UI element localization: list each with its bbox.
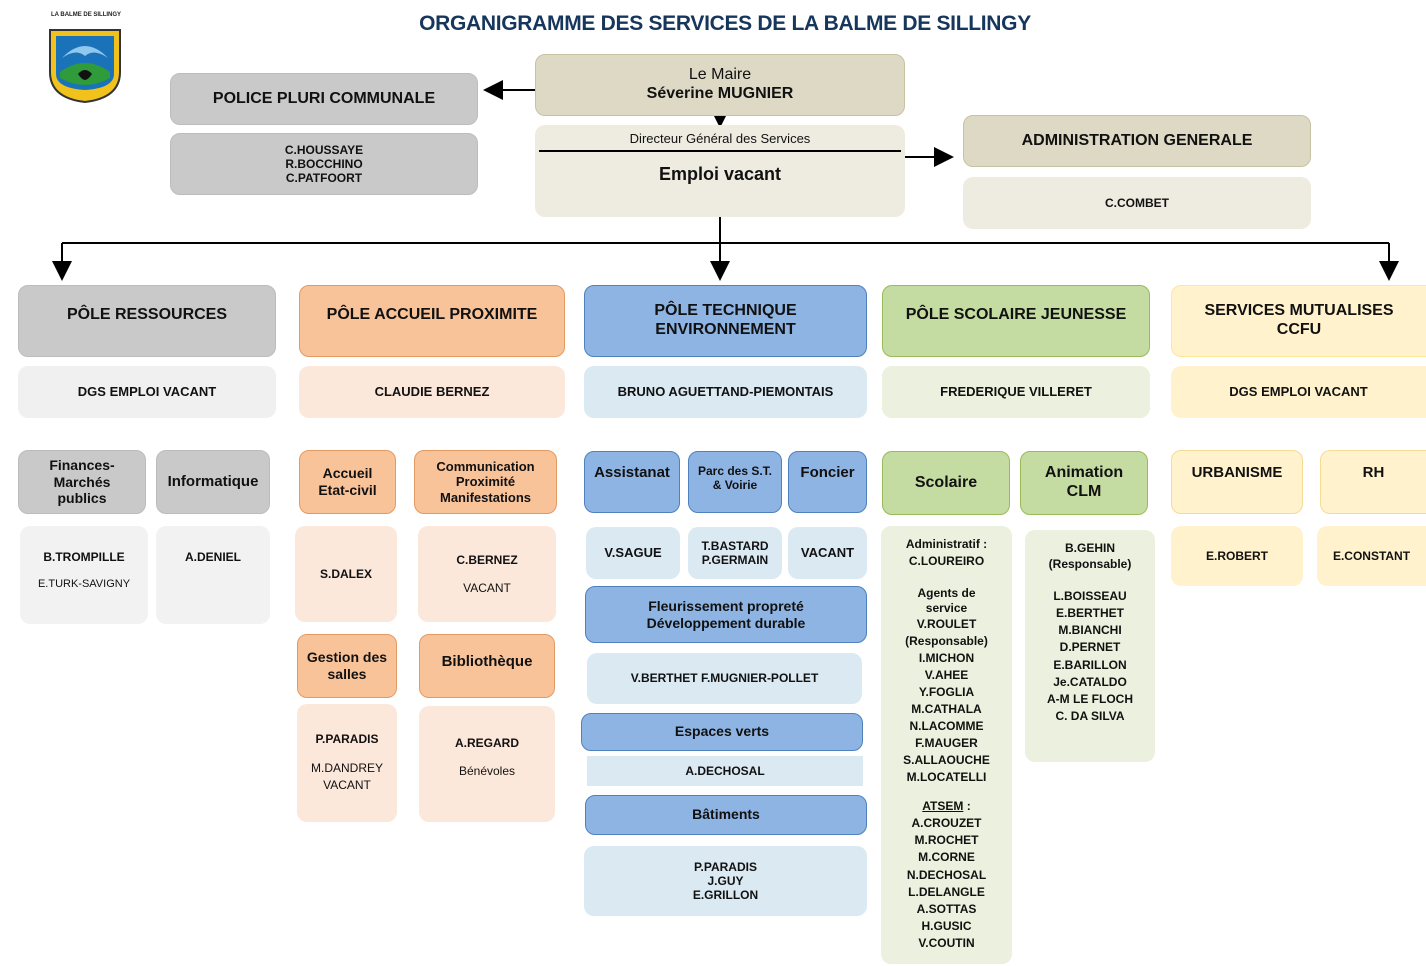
foncier-names: VACANT — [788, 527, 867, 579]
animation-names: B.GEHIN (Responsable) L.BOISSEAU E.BERTH… — [1025, 530, 1155, 762]
informatique-names: A.DENIEL — [156, 526, 270, 624]
pole-ressources-head: DGS EMPLOI VACANT — [18, 366, 276, 418]
unit-espaces-verts: Espaces verts — [581, 713, 863, 751]
name: M.DANDREY VACANT — [310, 761, 383, 792]
animation-responsable: B.GEHIN (Responsable) — [1048, 541, 1132, 572]
pole-mutualises-head: DGS EMPLOI VACANT — [1171, 366, 1426, 418]
pole-accueil-head: CLAUDIE BERNEZ — [299, 366, 565, 418]
page-title: ORGANIGRAMME DES SERVICES DE LA BALME DE… — [419, 12, 1031, 35]
rh-names: E.CONSTANT — [1317, 526, 1426, 586]
police-names: C.HOUSSAYE R.BOCCHINO C.PATFOORT — [170, 133, 478, 195]
admin-label: Administratif : — [905, 537, 988, 551]
name: B.TROMPILLE — [43, 550, 125, 564]
unit-finances: Finances- Marchés publics — [18, 450, 146, 514]
atsem-names: A.CROUZET M.ROCHET M.CORNE N.DECHOSAL L.… — [906, 816, 987, 950]
unit-informatique: Informatique — [156, 450, 270, 514]
atsem-heading: ATSEM : — [922, 798, 970, 815]
accueil-names: S.DALEX — [295, 526, 397, 622]
logo-caption: LA BALME DE SILLINGY — [50, 12, 122, 18]
name: C.LOUREIRO — [908, 554, 985, 569]
name: P.PARADIS — [315, 732, 379, 746]
logo: LA BALME DE SILLINGY — [40, 12, 132, 108]
unit-urbanisme: URBANISME — [1171, 450, 1303, 514]
name: C.BERNEZ — [456, 552, 518, 567]
name: A.DENIEL — [184, 550, 241, 564]
name: E.TURK-SAVIGNY — [37, 578, 131, 591]
maire-role: Le Maire — [688, 66, 752, 84]
maire-box: Le Maire Séverine MUGNIER — [535, 54, 905, 116]
dgs-box: Directeur Général des Services Emploi va… — [535, 125, 905, 217]
batiments-names: P.PARADIS J.GUY E.GRILLON — [584, 846, 867, 916]
unit-accueil-etat-civil: Accueil Etat-civil — [299, 450, 396, 514]
unit-batiments: Bâtiments — [585, 795, 867, 835]
parc-voirie-names: T.BASTARD P.GERMAIN — [688, 527, 782, 579]
unit-foncier: Foncier — [788, 451, 867, 513]
pole-technique-head: BRUNO AGUETTAND-PIEMONTAIS — [584, 366, 867, 418]
pole-scolaire-head: FREDERIQUE VILLERET — [882, 366, 1150, 418]
unit-bibliotheque: Bibliothèque — [419, 634, 555, 698]
admin-title-text: ADMINISTRATION GENERALE — [1021, 131, 1253, 149]
dgs-role: Directeur Général des Services — [629, 131, 811, 146]
unit-scolaire: Scolaire — [882, 451, 1010, 515]
agents-names: V.ROULET (Responsable) I.MICHON V.AHEE Y… — [903, 617, 990, 785]
communication-names: C.BERNEZ VACANT — [418, 526, 556, 622]
bibliotheque-names: A.REGARD Bénévoles — [419, 706, 555, 822]
coat-of-arms-icon — [49, 29, 121, 104]
pole-technique-title: PÔLE TECHNIQUE ENVIRONNEMENT — [584, 285, 867, 357]
agents-label: Agents de service — [917, 586, 976, 616]
name: VACANT — [463, 581, 511, 595]
dgs-name: Emploi vacant — [658, 164, 782, 185]
fleurissement-names: V.BERTHET F.MUGNIER-POLLET — [587, 653, 862, 704]
name: A.REGARD — [454, 736, 519, 750]
assistanat-names: V.SAGUE — [586, 527, 680, 579]
pole-scolaire-title: PÔLE SCOLAIRE JEUNESSE — [882, 285, 1150, 357]
name: Bénévoles — [458, 764, 516, 779]
police-title-text: POLICE PLURI COMMUNALE — [212, 89, 436, 107]
admin-title: ADMINISTRATION GENERALE — [963, 115, 1311, 167]
atsem-colon: : — [963, 799, 971, 814]
pole-mutualises-title: SERVICES MUTUALISES CCFU — [1171, 285, 1426, 357]
unit-communication: Communication Proximité Manifestations — [414, 450, 557, 514]
pole-accueil-title: PÔLE ACCUEIL PROXIMITE — [299, 285, 565, 357]
unit-fleurissement: Fleurissement propreté Développement dur… — [585, 586, 867, 643]
atsem-label: ATSEM — [922, 799, 964, 814]
admin-names: C.COMBET — [963, 177, 1311, 229]
unit-gestion-salles: Gestion des salles — [297, 634, 397, 698]
finances-names: B.TROMPILLE E.TURK-SAVIGNY — [20, 526, 148, 624]
unit-assistanat: Assistanat — [584, 451, 680, 513]
gestion-salles-names: P.PARADIS M.DANDREY VACANT — [297, 704, 397, 822]
scolaire-names: Administratif : C.LOUREIRO Agents de ser… — [881, 526, 1012, 964]
unit-parc-voirie: Parc des S.T. & Voirie — [688, 451, 782, 513]
pole-ressources-title: PÔLE RESSOURCES — [18, 285, 276, 357]
unit-animation-clm: Animation CLM — [1020, 451, 1148, 515]
unit-rh: RH — [1320, 450, 1426, 514]
police-title: POLICE PLURI COMMUNALE — [170, 73, 478, 125]
animation-staff: L.BOISSEAU E.BERTHET M.BIANCHI D.PERNET … — [1047, 589, 1133, 723]
dgs-divider — [539, 150, 901, 153]
espaces-verts-names: A.DECHOSAL — [587, 756, 863, 786]
urbanisme-names: E.ROBERT — [1171, 526, 1303, 586]
maire-name: Séverine MUGNIER — [646, 85, 794, 102]
name: S.DALEX — [319, 566, 372, 581]
